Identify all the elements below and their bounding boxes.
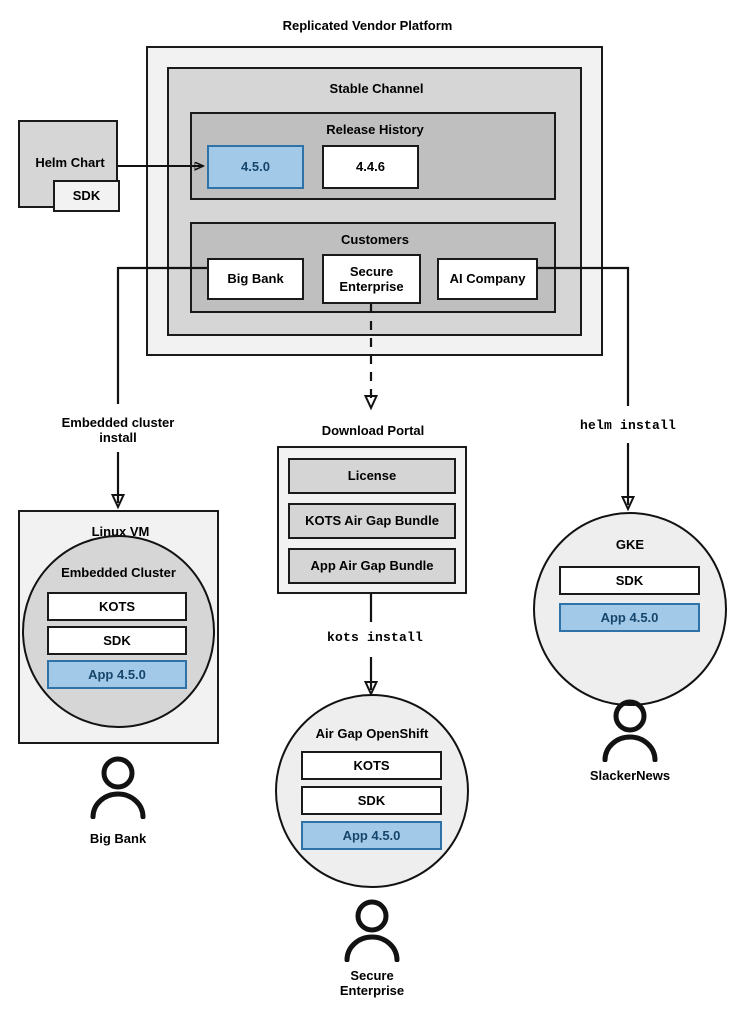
air-gap-openshift-title: Air Gap OpenShift [315, 726, 429, 741]
customer-big-bank[interactable]: Big Bank [207, 258, 304, 300]
embedded-cluster-title: Embedded Cluster [61, 565, 176, 580]
release-version-4-4-6[interactable]: 4.4.6 [322, 145, 419, 189]
helm-chart-sdk-box[interactable]: SDK [53, 180, 120, 212]
customer-ai-company[interactable]: AI Company [437, 258, 538, 300]
edge-label-helm-install: helm install [579, 418, 676, 433]
gke-title: GKE [615, 537, 645, 552]
download-portal-title: Download Portal [321, 423, 425, 438]
release-history-title: Release History [326, 122, 424, 137]
linux-vm-component-app[interactable]: App 4.5.0 [47, 660, 187, 689]
diagram-title: Replicated Vendor Platform [282, 18, 453, 33]
download-portal-item-app-air-gap-bundle[interactable]: App Air Gap Bundle [288, 548, 456, 584]
customer-secure-enterprise[interactable]: Secure Enterprise [322, 254, 421, 304]
target-customer-slackernews: SlackerNews [589, 768, 671, 783]
arrow-head-gke [620, 496, 636, 512]
air-gap-openshift-component-app[interactable]: App 4.5.0 [301, 821, 442, 850]
linux-vm-component-sdk[interactable]: SDK [47, 626, 187, 655]
avatar-secure-enterprise [340, 898, 404, 963]
edge-label-embedded-cluster-install: Embedded cluster install [61, 415, 175, 446]
target-customer-secure-enterprise: Secure Enterprise [339, 968, 405, 999]
target-customer-big-bank: Big Bank [89, 831, 147, 846]
arrow-head-air-gap-openshift [363, 681, 379, 697]
avatar-slackernews [598, 698, 662, 763]
linux-vm-component-kots[interactable]: KOTS [47, 592, 187, 621]
release-version-4-5-0[interactable]: 4.5.0 [207, 145, 304, 189]
gke-component-app[interactable]: App 4.5.0 [559, 603, 700, 632]
avatar-big-bank [86, 755, 150, 820]
air-gap-openshift-component-sdk[interactable]: SDK [301, 786, 442, 815]
download-portal-item-kots-air-gap-bundle[interactable]: KOTS Air Gap Bundle [288, 503, 456, 539]
download-portal-item-license[interactable]: License [288, 458, 456, 494]
gke-component-sdk[interactable]: SDK [559, 566, 700, 595]
air-gap-openshift-component-kots[interactable]: KOTS [301, 751, 442, 780]
customers-title: Customers [341, 232, 409, 247]
helm-chart-title: Helm Chart [35, 155, 105, 170]
arrow-head-linux-vm [110, 494, 126, 510]
stable-channel-title: Stable Channel [329, 81, 424, 96]
arrow-head-download-portal [363, 395, 379, 411]
edge-label-kots-install: kots install [326, 630, 423, 645]
